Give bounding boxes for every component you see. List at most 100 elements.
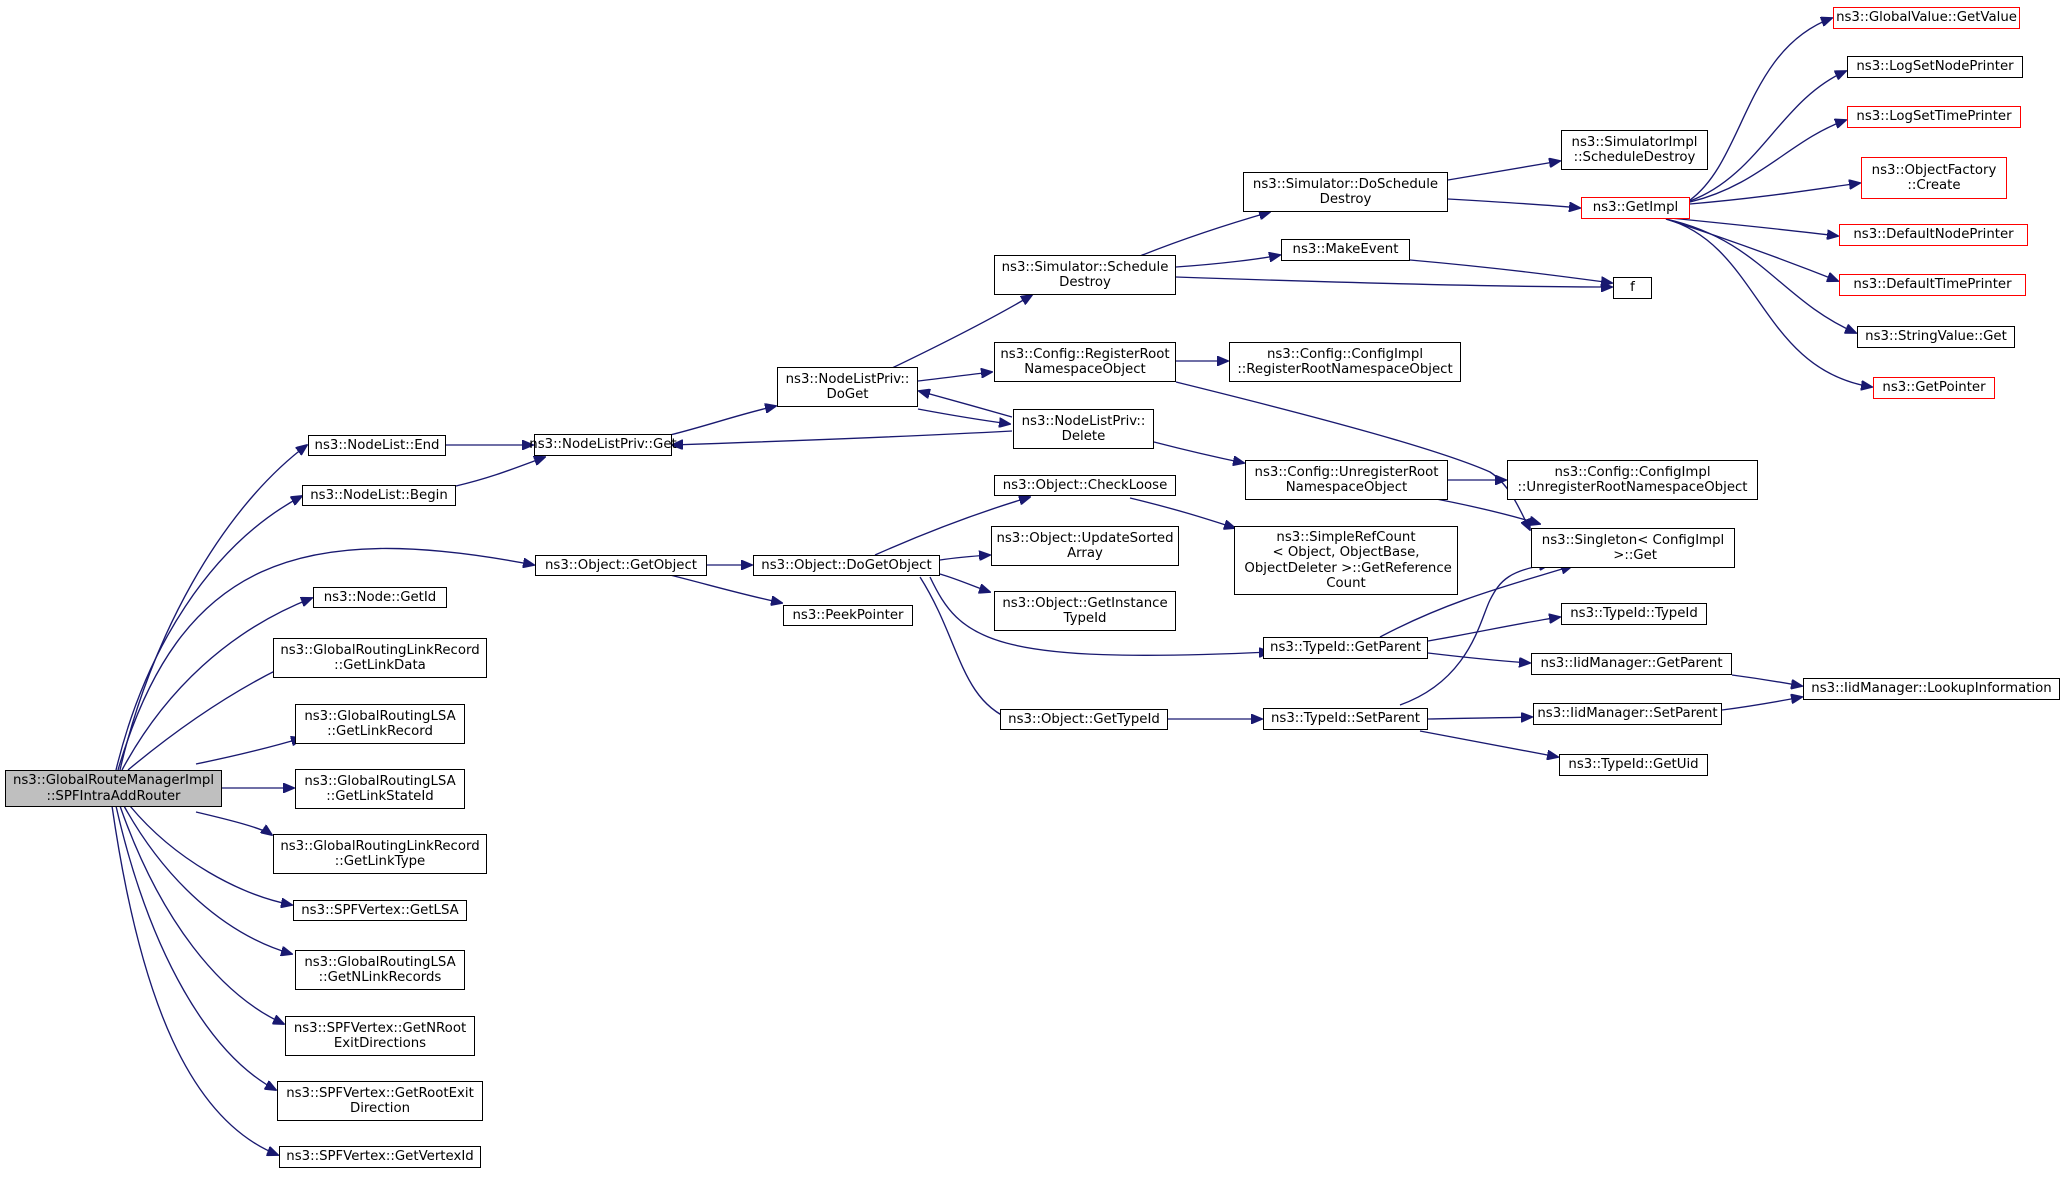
edge-doget-scheduledestroy: [889, 295, 1032, 370]
edge-doschedule-getimpl: [1447, 198, 1580, 208]
node-globalvalue-getvalue[interactable]: ns3::GlobalValue::GetValue: [1833, 7, 2020, 29]
node-configimpl-unregister[interactable]: ns3::Config::ConfigImpl ::UnregisterRoot…: [1507, 460, 1758, 500]
edge-dogetobject-updatesorted: [939, 555, 990, 560]
node-sim-doscheduledestroy[interactable]: ns3::Simulator::DoSchedule Destroy: [1243, 172, 1448, 212]
edge-getimpl-getpointer: [1665, 218, 1872, 387]
edge-typeid-getparent-iidmanager: [1427, 652, 1530, 663]
node-grlr-getlinktype[interactable]: ns3::GlobalRoutingLinkRecord ::GetLinkTy…: [273, 834, 487, 874]
node-defaulttimeprinter[interactable]: ns3::DefaultTimePrinter: [1839, 274, 2026, 296]
edge-getobject-peekpointer: [669, 574, 782, 603]
edge-iidmanager-setparent-lookup: [1721, 697, 1802, 711]
node-object-gettypeid[interactable]: ns3::Object::GetTypeId: [1000, 709, 1168, 730]
node-getimpl[interactable]: ns3::GetImpl: [1581, 197, 1690, 219]
edge-doschedule-simimpl: [1447, 161, 1560, 181]
edge-nodelist-begin-get: [455, 457, 545, 487]
edge-typeid-setparent-singleton: [1399, 564, 1550, 706]
node-simplerefcount[interactable]: ns3::SimpleRefCount < Object, ObjectBase…: [1234, 526, 1458, 595]
edge-root-grlsa-getlinkrecord: [195, 738, 302, 765]
edge-getimpl-defaulttimeprinter: [1665, 218, 1838, 281]
node-singleton-get[interactable]: ns3::Singleton< ConfigImpl >::Get: [1531, 528, 1735, 568]
node-typeid-getuid[interactable]: ns3::TypeId::GetUid: [1559, 754, 1708, 776]
edge-root-spfv-getvertexid: [111, 805, 278, 1155]
edge-root-object-getobject: [117, 547, 534, 771]
edge-getimpl-objectfactory: [1689, 183, 1860, 205]
node-typeid-getparent[interactable]: ns3::TypeId::GetParent: [1263, 637, 1428, 659]
edge-delete-nodelistpriv-get: [672, 430, 1013, 445]
node-iidmanager-setparent[interactable]: ns3::IidManager::SetParent: [1533, 703, 1722, 725]
node-getpointer[interactable]: ns3::GetPointer: [1873, 377, 1995, 399]
edge-dogetobject-typeid-getparent: [929, 576, 1270, 655]
node-peekpointer[interactable]: ns3::PeekPointer: [783, 605, 913, 626]
edge-typeid-setparent-iidmanager: [1427, 717, 1532, 719]
edge-dogetobject-getinstancetypeid: [939, 573, 990, 592]
edge-delete-unregisterroot: [1153, 441, 1244, 463]
node-grlsa-getnlinkrecords[interactable]: ns3::GlobalRoutingLSA ::GetNLinkRecords: [295, 950, 465, 990]
node-spfv-getrootexit[interactable]: ns3::SPFVertex::GetRootExit Direction: [277, 1081, 483, 1121]
node-configimpl-register[interactable]: ns3::Config::ConfigImpl ::RegisterRootNa…: [1229, 342, 1461, 382]
node-typeid-setparent[interactable]: ns3::TypeId::SetParent: [1263, 708, 1428, 730]
node-typeid-typeid[interactable]: ns3::TypeId::TypeId: [1561, 603, 1707, 625]
edge-root-nodelist-begin: [115, 496, 302, 771]
edge-getimpl-logsettimeprinter: [1689, 120, 1846, 203]
edge-doget-delete: [917, 408, 1010, 424]
edge-checkloose-simplerefcount: [1129, 497, 1235, 528]
node-spfintraaddrouter: ns3::GlobalRouteManagerImpl ::SPFIntraAd…: [5, 770, 222, 807]
edge-doget-registerroot: [917, 372, 992, 382]
edge-getimpl-stringvalue: [1665, 218, 1856, 333]
node-makeevent[interactable]: ns3::MakeEvent: [1281, 239, 1410, 261]
node-f[interactable]: f: [1613, 277, 1652, 299]
node-nodelist-end[interactable]: ns3::NodeList::End: [308, 435, 446, 456]
edge-root-grlsa-getnlinkrecords: [123, 805, 292, 954]
edge-root-node-getid: [121, 598, 312, 771]
node-nodelistpriv-get[interactable]: ns3::NodeListPriv::Get: [529, 434, 677, 456]
edge-root-spfv-getrootexit: [115, 805, 276, 1090]
node-config-registerroot[interactable]: ns3::Config::RegisterRoot NamespaceObjec…: [994, 342, 1176, 382]
edge-scheduledestroy-makeevent: [1175, 255, 1280, 268]
edge-scheduledestroy-doschedule: [1139, 212, 1270, 257]
node-simimpl-scheduledestroy[interactable]: ns3::SimulatorImpl ::ScheduleDestroy: [1561, 130, 1708, 170]
node-objectfactory-create[interactable]: ns3::ObjectFactory ::Create: [1861, 157, 2007, 199]
edge-typeid-setparent-getuid: [1419, 730, 1558, 757]
node-config-unregisterroot[interactable]: ns3::Config::UnregisterRoot NamespaceObj…: [1245, 460, 1448, 500]
edge-delete-doget: [919, 391, 1013, 418]
node-object-updatesorted[interactable]: ns3::Object::UpdateSorted Array: [991, 526, 1179, 566]
node-node-getid[interactable]: ns3::Node::GetId: [313, 587, 447, 608]
edge-makeevent-f: [1409, 259, 1612, 283]
node-logsetnodeprinter[interactable]: ns3::LogSetNodePrinter: [1847, 56, 2023, 78]
edge-typeid-getparent-singleton: [1379, 566, 1572, 638]
node-iidmanager-lookup[interactable]: ns3::IidManager::LookupInformation: [1803, 678, 2060, 700]
edge-getimpl-defaultnodeprinter: [1669, 217, 1838, 236]
node-object-getinstancetypeid[interactable]: ns3::Object::GetInstance TypeId: [994, 591, 1176, 631]
edge-scheduledestroy-f: [1175, 276, 1612, 287]
node-grlr-getlinkdata[interactable]: ns3::GlobalRoutingLinkRecord ::GetLinkDa…: [273, 638, 487, 678]
node-grlsa-getlinkstateid[interactable]: ns3::GlobalRoutingLSA ::GetLinkStateId: [295, 769, 465, 809]
edge-dogetobject-gettypeid: [919, 576, 1012, 720]
edge-getimpl-globalvalue: [1689, 18, 1832, 201]
edge-dogetobject-checkloose: [874, 497, 1030, 556]
node-grlsa-getlinkrecord[interactable]: ns3::GlobalRoutingLSA ::GetLinkRecord: [295, 704, 465, 744]
node-logsettimeprinter[interactable]: ns3::LogSetTimePrinter: [1847, 106, 2021, 128]
node-nodelist-begin[interactable]: ns3::NodeList::Begin: [302, 485, 456, 506]
node-iidmanager-getparent[interactable]: ns3::IidManager::GetParent: [1531, 653, 1732, 675]
node-nodelistpriv-delete[interactable]: ns3::NodeListPriv:: Delete: [1013, 409, 1154, 449]
edge-getimpl-logsetnodeprinter: [1689, 71, 1846, 202]
edge-root-spfv-getlsa: [129, 805, 292, 905]
edge-typeid-getparent-typeid: [1427, 617, 1560, 642]
node-spfv-getlsa[interactable]: ns3::SPFVertex::GetLSA: [293, 900, 467, 921]
node-stringvalue-get[interactable]: ns3::StringValue::Get: [1857, 326, 2015, 348]
node-spfv-getnrootexit[interactable]: ns3::SPFVertex::GetNRoot ExitDirections: [285, 1016, 475, 1056]
node-nodelistpriv-doget[interactable]: ns3::NodeListPriv:: DoGet: [777, 367, 918, 407]
edge-iidmanager-getparent-lookup: [1731, 674, 1802, 686]
edge-unregisterroot-singleton: [1419, 495, 1540, 524]
edge-root-grlr-getlinktype: [195, 811, 272, 835]
edge-nodelistpriv-get-doget: [669, 406, 776, 436]
edge-root-spfv-getnrootexit: [119, 805, 284, 1024]
node-object-checkloose[interactable]: ns3::Object::CheckLoose: [994, 475, 1176, 496]
node-object-dogetobject[interactable]: ns3::Object::DoGetObject: [753, 555, 940, 576]
edge-root-nodelist-end: [119, 445, 307, 771]
node-sim-scheduledestroy[interactable]: ns3::Simulator::Schedule Destroy: [994, 255, 1176, 295]
node-defaultnodeprinter[interactable]: ns3::DefaultNodePrinter: [1839, 224, 2028, 246]
node-spfv-getvertexid[interactable]: ns3::SPFVertex::GetVertexId: [279, 1146, 481, 1168]
node-object-getobject[interactable]: ns3::Object::GetObject: [535, 555, 707, 576]
